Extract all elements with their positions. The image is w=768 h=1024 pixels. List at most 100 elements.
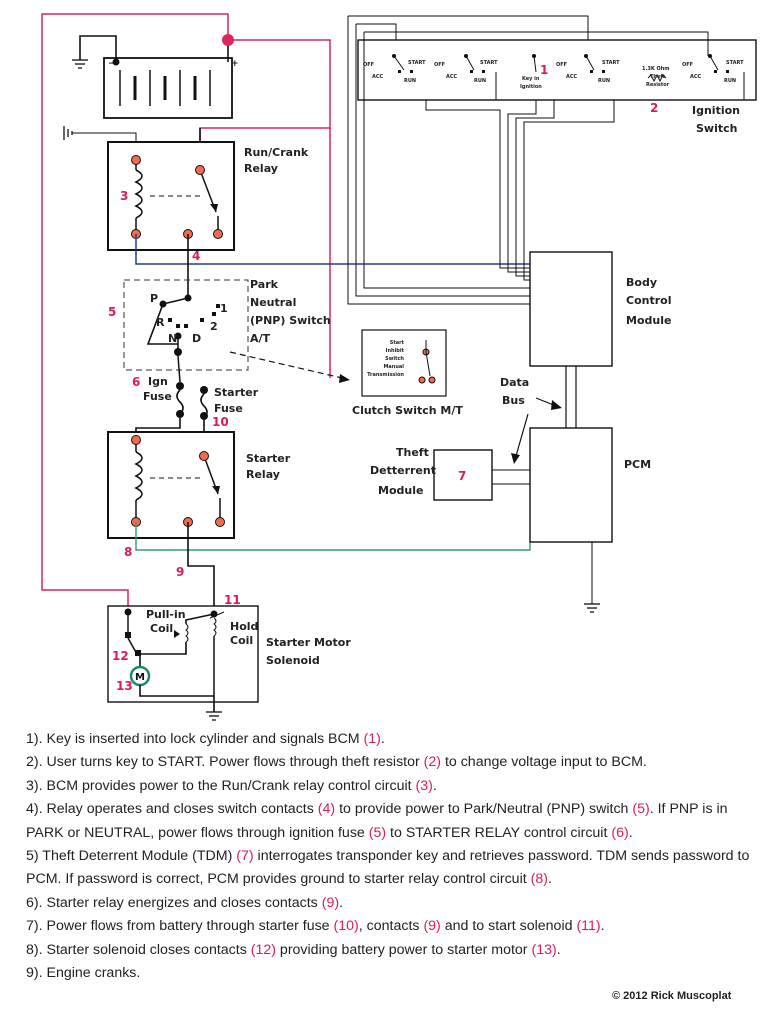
step-callout-ref: (1) — [363, 731, 381, 747]
step-text: . If PNP is in PARK or NEUTRAL, power fl… — [26, 801, 728, 841]
clutch-switch — [361, 329, 447, 397]
step-callout-ref: (12) — [250, 941, 276, 958]
step-list: 1). Key is inserted into lock cylinder a… — [26, 728, 766, 985]
step-text: providing battery power to starter motor — [275, 941, 532, 958]
callout-1: 1 — [540, 63, 548, 77]
starter-solenoid-label: Solenoid — [266, 654, 320, 667]
step-callout-ref: (9) — [423, 918, 441, 935]
step-callout-ref: (9) — [321, 894, 340, 911]
step-callout-ref: (13) — [531, 941, 557, 958]
ground-symbol — [206, 711, 222, 721]
clutch-switch-label: Clutch Switch M/T — [352, 404, 463, 417]
clutch-inner-label: Start — [390, 340, 405, 346]
data-bus-label: Bus — [502, 394, 525, 407]
tdm-label: Detterrent — [370, 464, 436, 477]
sw-run-label: RUN — [474, 78, 486, 84]
theft-resistor-label: Theft — [650, 74, 666, 80]
step-callout-ref: (6) — [611, 824, 629, 841]
run-crank-relay — [107, 141, 235, 251]
copyright: © 2012 Rick Muscoplat — [612, 990, 732, 1002]
callout-3: 3 — [120, 189, 128, 203]
theft-resistor-label: Resistor — [646, 82, 670, 88]
step-text: and to start solenoid — [440, 918, 577, 935]
starter-fuse-label: Starter — [214, 386, 259, 399]
step-text: , contacts — [358, 918, 424, 935]
step-callout-ref: (5) — [368, 824, 387, 841]
callout-6: 6 — [132, 375, 140, 389]
starter-fuse — [200, 386, 208, 420]
step-item: 8). Starter solenoid closes contacts (12… — [26, 939, 766, 962]
step-text: 5) Theft Deterrent Module (TDM) — [26, 848, 237, 865]
ign-fuse-label: Ign — [148, 375, 168, 388]
sw-acc-label: ACC — [690, 74, 702, 80]
sw-start-label: START — [408, 60, 426, 66]
gear-n-label: N — [168, 332, 177, 345]
gear-r-label: R — [156, 316, 165, 329]
gear-d-label: D — [192, 332, 201, 345]
callout-13: 13 — [116, 679, 133, 693]
pcm-label: PCM — [624, 458, 651, 471]
body-control-module — [529, 251, 613, 367]
sw-acc-label: ACC — [566, 74, 578, 80]
sw-run-label: RUN — [598, 78, 610, 84]
pnp-switch — [123, 279, 249, 371]
step-callout-ref: (7) — [236, 848, 254, 865]
sw-off-label: OFF — [556, 62, 567, 68]
step-item: 1). Key is inserted into lock cylinder a… — [26, 728, 766, 751]
starter-circuit-diagram: − + Run/Crank Relay 3 — [41, 13, 757, 721]
ground-symbol — [63, 126, 73, 140]
callout-7: 7 — [458, 469, 466, 483]
callout-4: 4 — [192, 249, 200, 263]
sw-start-label: START — [480, 60, 498, 66]
bcm-label: Module — [626, 314, 671, 327]
starter-relay-label: Relay — [246, 468, 280, 481]
sw-off-label: OFF — [363, 62, 374, 68]
step-text: to STARTER RELAY control circuit — [386, 824, 612, 841]
starter-solenoid — [107, 605, 259, 703]
ground-symbol — [584, 603, 600, 613]
step-text: 6). Starter relay energizes and closes c… — [26, 894, 322, 911]
ground-symbol — [72, 59, 88, 69]
step-callout-ref: (2) — [423, 754, 441, 771]
run-crank-relay-label: Relay — [244, 162, 278, 175]
step-item: 5) Theft Deterrent Module (TDM) (7) inte… — [26, 845, 766, 892]
pcm — [529, 427, 613, 543]
key-in-label: Ignition — [520, 84, 542, 90]
starter-relay-label: Starter — [246, 452, 291, 465]
step-callout-ref: (11) — [576, 918, 601, 935]
theft-deterrent-module — [433, 449, 493, 501]
svg-text:+: + — [231, 59, 239, 69]
step-item: 7). Power flows from battery through sta… — [26, 915, 766, 938]
bcm-label: Body — [626, 276, 657, 289]
sw-acc-label: ACC — [372, 74, 384, 80]
gear-2-label: 2 — [210, 320, 218, 333]
ign-fuse-label: Fuse — [143, 390, 172, 403]
step-item: 6). Starter relay energizes and closes c… — [26, 892, 766, 915]
bcm-label: Control — [626, 294, 671, 307]
step-text: . — [380, 731, 385, 747]
pnp-switch-label: A/T — [250, 332, 271, 345]
pull-in-coil-label: Coil — [150, 622, 173, 635]
step-item: 3). BCM provides power to the Run/Crank … — [26, 775, 766, 798]
step-text: 3). BCM provides power to the Run/Crank … — [26, 777, 416, 794]
tdm-label: Theft — [396, 446, 429, 459]
callout-2: 2 — [650, 101, 658, 115]
theft-resistor-label: 1.3K Ohm — [642, 66, 670, 72]
hold-coil-label: Coil — [230, 634, 253, 647]
callout-9: 9 — [176, 565, 184, 579]
run-crank-relay-label: Run/Crank — [244, 146, 309, 159]
callout-11: 11 — [224, 593, 241, 607]
pnp-switch-label: (PNP) Switch — [250, 314, 331, 327]
step-callout-ref: (10) — [333, 918, 359, 935]
step-callout-ref: (4) — [317, 801, 336, 818]
step-item: 9). Engine cranks. — [26, 962, 766, 985]
step-callout-ref: (8) — [530, 871, 548, 888]
sw-off-label: OFF — [434, 62, 445, 68]
ign-fuse — [176, 382, 184, 418]
data-bus-label: Data — [500, 376, 529, 389]
callout-8: 8 — [124, 545, 132, 559]
step-text: . — [556, 941, 561, 958]
step-text: 1). Key is inserted into lock cylinder a… — [26, 731, 364, 747]
sw-run-label: RUN — [404, 78, 416, 84]
tdm-label: Module — [378, 484, 423, 497]
